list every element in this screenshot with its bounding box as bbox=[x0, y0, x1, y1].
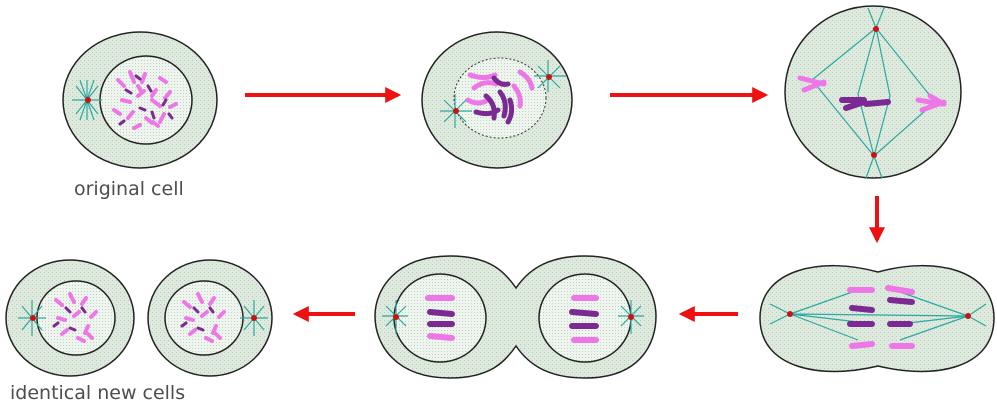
centrosome bbox=[30, 315, 36, 321]
cell-prophase bbox=[421, 31, 573, 169]
caption-original-cell: original cell bbox=[74, 178, 184, 200]
nucleus bbox=[36, 280, 116, 356]
nucleus bbox=[99, 55, 193, 145]
chromosomes-right bbox=[569, 295, 599, 343]
chromatin bbox=[180, 292, 226, 343]
nucleus-left bbox=[393, 273, 487, 363]
centrosome bbox=[453, 108, 459, 114]
nucleus-right bbox=[538, 273, 632, 363]
cell-membrane bbox=[784, 5, 962, 179]
separating-chromatids bbox=[847, 285, 915, 349]
centrosome bbox=[393, 314, 399, 320]
cell-interphase bbox=[62, 31, 218, 169]
centrosome bbox=[628, 314, 634, 320]
centrosome-top bbox=[873, 26, 879, 32]
spindle-fibers bbox=[769, 289, 987, 341]
chromosomes-aligned bbox=[797, 75, 947, 113]
centrosome-left bbox=[787, 311, 793, 317]
chromatin bbox=[112, 70, 178, 130]
nucleus bbox=[164, 280, 244, 356]
cell-telophase bbox=[374, 255, 657, 379]
cell-anaphase bbox=[759, 264, 995, 373]
centrosome bbox=[85, 97, 91, 103]
cell-membrane bbox=[759, 264, 995, 373]
daughter-cell-right bbox=[147, 259, 273, 377]
chromosomes-left bbox=[425, 295, 455, 341]
centrosome-bottom bbox=[871, 152, 877, 158]
daughter-cell-left bbox=[5, 259, 135, 377]
cell-metaphase bbox=[784, 5, 962, 179]
centrosome bbox=[546, 74, 552, 80]
centrosome-right bbox=[965, 313, 971, 319]
caption-identical-new-cells: identical new cells bbox=[10, 382, 185, 404]
centrosome bbox=[251, 315, 257, 321]
condensed-chromosomes bbox=[465, 69, 535, 125]
chromatin bbox=[52, 292, 98, 343]
